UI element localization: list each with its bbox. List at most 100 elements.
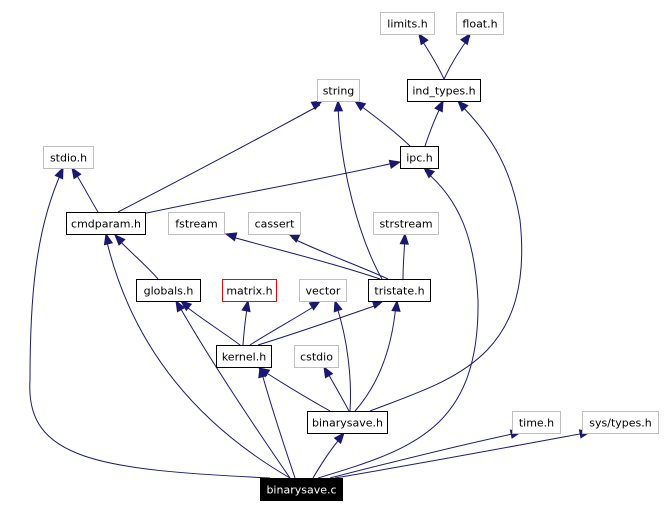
edge-binarysave_c-to-binarysave_h <box>312 431 345 479</box>
node-vector: vector <box>299 279 347 302</box>
node-box <box>307 411 388 434</box>
edge-tristate-to-fstream <box>224 232 381 280</box>
edge-arrowhead <box>175 299 186 313</box>
edge-arrowhead <box>224 232 238 242</box>
edge-binarysave_c-to-cmdparam <box>103 232 291 479</box>
edge-arrowhead <box>399 232 409 245</box>
node-label: tristate.h <box>374 285 424 298</box>
node-strstream: strstream <box>373 212 439 235</box>
edge-line <box>291 237 389 280</box>
node-label: strstream <box>379 218 432 231</box>
edge-binarysave_h-to-vector <box>333 299 351 412</box>
node-label: time.h <box>519 417 554 430</box>
node-matrix[interactable]: matrix.h <box>222 279 277 302</box>
node-time: time.h <box>512 411 561 434</box>
node-label: vector <box>306 285 341 298</box>
node-globals[interactable]: globals.h <box>136 279 201 302</box>
edge-arrowhead <box>333 99 344 112</box>
node-kernel[interactable]: kernel.h <box>216 345 272 368</box>
edge-arrowhead <box>258 365 268 379</box>
edge-globals-to-cmdparam <box>114 234 159 280</box>
edge-arrowhead <box>333 431 345 445</box>
edge-line <box>228 235 381 280</box>
node-label: sys/types.h <box>589 417 651 430</box>
edge-arrowhead <box>459 32 471 46</box>
node-label: fstream <box>175 218 217 231</box>
node-label: cstdio <box>300 351 333 364</box>
node-box <box>400 146 439 169</box>
edge-line <box>329 432 518 479</box>
node-float: float.h <box>456 12 504 35</box>
edge-arrowhead <box>114 234 126 246</box>
node-box <box>216 345 272 368</box>
node-box <box>168 212 225 235</box>
edge-tristate-to-string <box>333 99 383 280</box>
edge-arrowhead <box>71 166 82 180</box>
edge-binarysave_h-to-cstdio <box>323 365 350 412</box>
node-stdio: stdio.h <box>43 146 94 169</box>
edge-binarysave_c-to-time <box>329 429 523 479</box>
node-cstdio: cstdio <box>294 345 339 368</box>
node-cassert: cassert <box>248 212 301 235</box>
node-label: limits.h <box>387 18 427 31</box>
edge-arrowhead <box>179 300 193 312</box>
node-box <box>299 279 347 302</box>
edge-arrowhead <box>418 32 429 46</box>
node-box <box>317 79 360 102</box>
node-box <box>248 212 301 235</box>
node-label: kernel.h <box>222 351 266 364</box>
edge-binarysave_c-to-ipc <box>317 167 479 479</box>
node-label: binarysave.c <box>266 484 336 497</box>
edge-line <box>369 103 523 412</box>
edge-arrowhead <box>457 100 469 112</box>
edge-binarysave_c-to-systypes <box>334 429 592 479</box>
edge-line <box>249 303 319 346</box>
edge-arrowhead <box>103 232 114 246</box>
edge-kernel-to-matrix <box>241 299 251 346</box>
edge-arrowhead <box>241 299 251 313</box>
edges-layer <box>29 32 592 479</box>
edge-kernel-to-vector <box>249 300 322 346</box>
node-label: matrix.h <box>226 285 272 298</box>
node-label: cmdparam.h <box>71 218 141 231</box>
node-box <box>66 212 146 235</box>
node-label: ipc.h <box>406 152 433 165</box>
node-ind-types[interactable]: ind_types.h <box>407 79 481 102</box>
edge-arrowhead <box>434 99 444 113</box>
node-box <box>294 345 339 368</box>
node-ipc[interactable]: ipc.h <box>400 146 439 169</box>
node-cmdparam[interactable]: cmdparam.h <box>66 212 146 235</box>
edge-arrowhead <box>323 365 334 379</box>
node-box <box>368 279 431 302</box>
node-box <box>373 212 439 235</box>
edge-binarysave_h-to-tristate <box>354 299 401 412</box>
node-label: stdio.h <box>50 152 87 165</box>
node-tristate[interactable]: tristate.h <box>368 279 431 302</box>
edge-line <box>141 161 399 215</box>
node-label: globals.h <box>144 285 194 298</box>
node-box <box>136 279 201 302</box>
edge-binarysave_c-to-stdio <box>29 166 271 479</box>
edge-arrowhead <box>391 299 401 312</box>
edge-ipc-to-string <box>353 100 411 147</box>
edge-binarysave_c-to-kernel <box>258 365 296 479</box>
edge-line <box>334 432 586 479</box>
edge-line <box>117 104 321 213</box>
edge-line <box>105 237 291 479</box>
node-label: float.h <box>462 18 497 31</box>
edge-cmdparam-to-stdio <box>71 166 99 213</box>
node-binarysave-c: binarysave.c <box>260 478 343 501</box>
edge-tristate-to-strstream <box>399 232 409 280</box>
edge-line <box>182 303 241 346</box>
node-box <box>512 411 561 434</box>
edge-line <box>260 369 296 479</box>
node-label: cassert <box>255 218 296 231</box>
node-box <box>260 478 343 501</box>
node-binarysave-h[interactable]: binarysave.h <box>307 411 388 434</box>
edge-line <box>116 237 159 280</box>
node-box <box>222 279 277 302</box>
node-box <box>380 12 435 35</box>
edge-cmdparam-to-string <box>117 100 324 213</box>
